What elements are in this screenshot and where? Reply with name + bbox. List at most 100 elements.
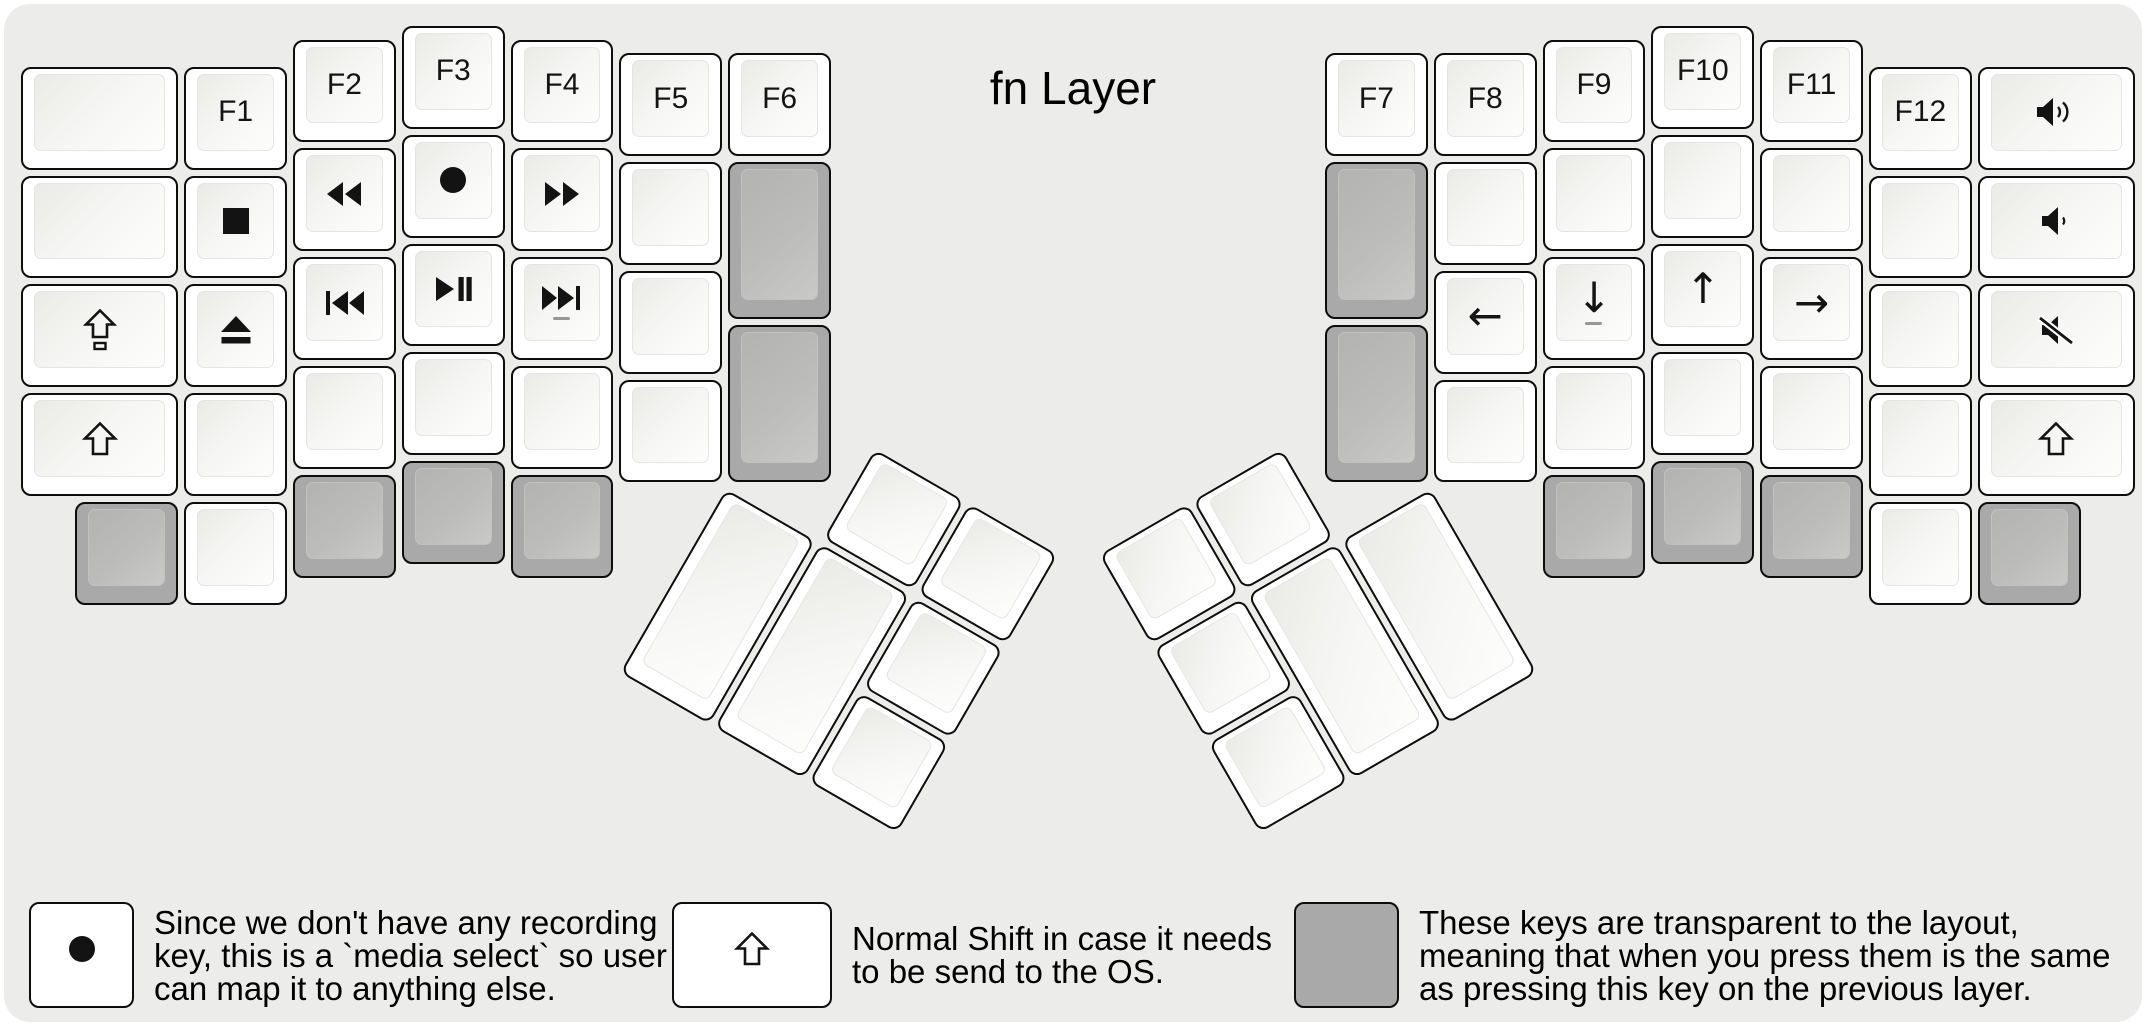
key-label: ↓ — [1576, 273, 1612, 323]
key-arrow-right[interactable]: → — [1760, 257, 1863, 360]
key-volume-up[interactable] — [1977, 66, 2135, 170]
key-arrow-down[interactable]: ↓ — [1542, 257, 1646, 360]
key-f7[interactable]: F7 — [1325, 53, 1428, 156]
key-shift-left[interactable] — [21, 393, 179, 496]
keycap: F5 — [632, 60, 710, 137]
keycap: F7 — [1338, 60, 1415, 137]
key-transparent[interactable] — [510, 474, 614, 578]
key-f8[interactable]: F8 — [1433, 53, 1537, 156]
key-transparent[interactable] — [1651, 461, 1755, 564]
keycap — [1773, 481, 1850, 559]
key-transparent[interactable] — [1325, 162, 1428, 320]
key-record[interactable] — [401, 134, 505, 238]
key-label: F10 — [1676, 54, 1729, 88]
key-prev-track[interactable] — [293, 257, 396, 360]
record-key-sample — [29, 902, 134, 1008]
legend-item-record: Since we don't have any recording key, t… — [29, 902, 667, 1008]
key-mute[interactable] — [1977, 284, 2135, 388]
key-transparent[interactable] — [401, 461, 505, 564]
key-f3[interactable]: F3 — [401, 26, 505, 129]
shift-key-sample — [672, 902, 832, 1008]
key-blank[interactable] — [21, 66, 179, 170]
keycap — [414, 359, 492, 437]
key-f5[interactable]: F5 — [619, 53, 723, 156]
keycap: F6 — [741, 60, 818, 137]
key-transparent[interactable] — [1542, 474, 1646, 578]
key-blank[interactable] — [619, 270, 723, 374]
keycap — [197, 400, 274, 477]
key-play-pause[interactable] — [401, 243, 505, 347]
rewind-icon — [325, 181, 363, 207]
keycap — [88, 509, 166, 586]
key-blank[interactable] — [184, 393, 287, 496]
keycap — [523, 155, 601, 233]
key-blank[interactable] — [1869, 502, 1972, 605]
key-fast-forward[interactable] — [510, 148, 614, 252]
keycap: F2 — [306, 46, 383, 124]
keycap — [1338, 332, 1415, 464]
key-blank[interactable] — [1869, 175, 1972, 279]
key-caps-lock[interactable] — [21, 284, 179, 388]
key-eject[interactable] — [184, 284, 287, 388]
stop-icon — [222, 207, 249, 234]
key-blank[interactable] — [1542, 148, 1646, 252]
key-arrow-up[interactable]: ↑ — [1651, 243, 1755, 347]
key-label: F7 — [1358, 81, 1394, 115]
key-transparent[interactable] — [1977, 502, 2081, 605]
key-label: F9 — [1576, 67, 1612, 101]
homing-bar — [553, 317, 571, 321]
key-transparent[interactable] — [728, 162, 831, 320]
key-f2[interactable]: F2 — [293, 39, 396, 143]
key-blank[interactable] — [1760, 366, 1863, 469]
keycap — [1773, 373, 1850, 450]
key-transparent[interactable] — [1325, 325, 1428, 483]
key-f6[interactable]: F6 — [728, 53, 831, 156]
key-blank[interactable] — [1433, 162, 1537, 265]
key-arrow-left[interactable]: ← — [1433, 270, 1537, 374]
key-transparent[interactable] — [728, 325, 831, 483]
key-f11[interactable]: F11 — [1760, 39, 1863, 143]
key-next-track[interactable] — [510, 257, 614, 360]
key-blank[interactable] — [1651, 134, 1755, 238]
keycap — [1990, 291, 2122, 369]
key-blank[interactable] — [1651, 352, 1755, 456]
key-volume-down[interactable] — [1977, 175, 2135, 279]
key-label: F1 — [218, 95, 254, 129]
key-f12[interactable]: F12 — [1869, 66, 1972, 170]
key-shift-right[interactable] — [1977, 393, 2135, 496]
key-label: F6 — [762, 81, 798, 115]
key-blank[interactable] — [293, 366, 396, 469]
keycap — [306, 264, 383, 341]
keycap — [34, 291, 166, 369]
key-blank[interactable] — [1760, 148, 1863, 252]
key-blank[interactable] — [1542, 366, 1646, 469]
keycap — [1664, 141, 1742, 219]
key-blank[interactable] — [1869, 393, 1972, 496]
key-transparent[interactable] — [293, 474, 396, 578]
keycap — [306, 481, 383, 559]
key-blank[interactable] — [1869, 284, 1972, 388]
key-transparent[interactable] — [1760, 474, 1863, 578]
key-transparent[interactable] — [75, 502, 179, 605]
keycap — [1664, 359, 1742, 437]
key-label: ↑ — [1685, 264, 1721, 314]
key-stop[interactable] — [184, 175, 287, 279]
key-blank[interactable] — [21, 175, 179, 279]
key-blank[interactable] — [184, 502, 287, 605]
keycap: F4 — [523, 46, 601, 124]
key-f10[interactable]: F10 — [1651, 26, 1755, 129]
key-blank[interactable] — [510, 366, 614, 469]
key-blank[interactable] — [619, 162, 723, 265]
key-f1[interactable]: F1 — [184, 66, 287, 170]
keycap — [1882, 400, 1959, 477]
keycap — [1990, 182, 2122, 260]
key-f4[interactable]: F4 — [510, 39, 614, 143]
key-blank[interactable] — [619, 379, 723, 483]
key-f9[interactable]: F9 — [1542, 39, 1646, 143]
key-rewind[interactable] — [293, 148, 396, 252]
caps-lock-icon — [82, 308, 117, 351]
prev-track-icon — [324, 290, 365, 316]
key-blank[interactable] — [401, 352, 505, 456]
key-blank[interactable] — [1433, 379, 1537, 483]
